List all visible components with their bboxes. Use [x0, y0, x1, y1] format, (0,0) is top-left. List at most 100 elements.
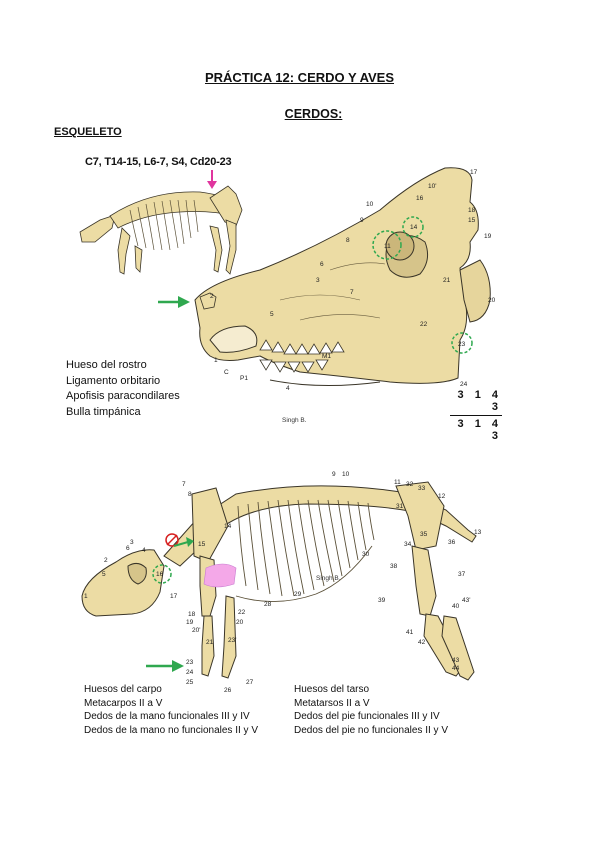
scapula [191, 487, 229, 563]
fig2-label: 11 [394, 479, 401, 486]
fig1-label: 1 [214, 357, 218, 364]
fig2-label: 3 [130, 539, 134, 546]
fig1-label: 8 [346, 237, 350, 244]
figure1-legend: Hueso del rostro Ligamento orbitario Apo… [66, 358, 180, 420]
fig1-label: 4 [286, 385, 290, 392]
fig2-label: 25 [186, 679, 194, 686]
fig2-label: 28 [264, 601, 272, 608]
fig1-label: 6 [320, 261, 324, 268]
section-heading: ESQUELETO [54, 126, 122, 138]
fig2-label: 2 [104, 557, 108, 564]
fig2-label: 40 [452, 603, 460, 610]
legend-item: Dedos del pie funcionales III y IV [294, 711, 440, 722]
fig2-label: 7 [182, 481, 186, 488]
fig2-label: 32 [406, 481, 414, 488]
fig2-label: 21 [206, 639, 214, 646]
fig2-label: 31 [396, 503, 404, 510]
subtitle-text: CERDOS: [284, 107, 343, 121]
fig2-label: 18 [188, 611, 196, 618]
fig1-label: M1 [322, 353, 331, 360]
fig1-label: 10 [366, 201, 374, 208]
fig2-label: 16 [156, 571, 164, 578]
fig2-label: 8 [188, 491, 192, 498]
fig2-label: 34 [404, 541, 412, 548]
dental-formula: 3 1 4 3 3 1 4 3 [450, 389, 502, 442]
page-title: PRÁCTICA 12: CERDO Y AVES [204, 70, 395, 85]
fig1-label: 16 [416, 195, 424, 202]
fig2-label: 5 [102, 571, 106, 578]
legend-item: Dedos de la mano no funcionales II y V [84, 724, 258, 736]
section-subtitle: CERDOS: [0, 107, 599, 121]
rostral-bone [199, 292, 217, 310]
fig2-label: 23 [186, 659, 194, 666]
figure2-legend-right: Huesos del tarso Metatarsos II a V Dedos… [294, 683, 448, 737]
fig2-label: 35 [420, 531, 428, 538]
figure1-number-labels: 17 10' 16 18 15 19 10 9 14 11 8 6 3 7 21… [210, 169, 496, 392]
fig1-label: P1 [240, 375, 248, 382]
fig2-label: 20' [192, 627, 200, 634]
ribs [235, 499, 375, 602]
annotation-circle-zygomatic [402, 216, 424, 238]
fig2-label: 1 [84, 593, 88, 600]
fig2-label: 27 [246, 679, 254, 686]
fig2-label: 12 [438, 493, 446, 500]
legend-item: Metatarsos II a V [294, 697, 370, 709]
green-arrow-icon [158, 296, 190, 308]
fig2-label: 33 [418, 485, 426, 492]
figure2-legend-left: Huesos del carpo Metacarpos II a V Dedos… [84, 683, 258, 737]
legend-item: Metacarpos II a V [84, 697, 163, 709]
fig2-label: 41 [406, 629, 414, 636]
magenta-arrow-icon [207, 170, 217, 189]
fig2-label: 42 [418, 639, 426, 646]
small-pig-skeleton [79, 185, 243, 275]
fig1-label: 23 [458, 341, 466, 348]
fig1-label: 7 [350, 289, 354, 296]
fig1-label: 10' [428, 183, 436, 190]
fig2-label: 36 [448, 539, 456, 546]
fig2-label: 24 [186, 669, 194, 676]
legend-item: Apofisis paracondilares [66, 390, 180, 402]
fig2-label: 13 [474, 529, 482, 536]
fig2-label: 43 [452, 657, 460, 664]
pink-highlight-shape [203, 563, 237, 588]
annotation-circle-green [152, 564, 172, 584]
fig2-label: 30 [362, 551, 370, 558]
fig1-label: 15 [468, 217, 476, 224]
fig2-label: 20 [236, 619, 244, 626]
fig1-label: 11 [384, 243, 391, 250]
figure2-skeleton-illustration: 9 10 11 32 33 12 7 8 31 13 35 36 15 14 3… [81, 471, 482, 694]
vertebral-formula: C7, T14-15, L6-7, S4, Cd20-23 [85, 156, 232, 168]
fig1-label: C [224, 369, 229, 376]
fig2-label: 19 [186, 619, 194, 626]
fig2-label: 26 [224, 687, 232, 694]
annotation-circle-bulla [451, 332, 473, 354]
annotation-circle-orbital [372, 230, 402, 260]
fig2-label: 17 [170, 593, 178, 600]
pelvis [395, 481, 445, 551]
fig1-label: 3 [316, 277, 320, 284]
fig2-label: 10 [342, 471, 350, 478]
fig2-label: 39 [378, 597, 386, 604]
green-arrow-icon-shoulder [173, 537, 194, 547]
fig1-label: 20 [488, 297, 496, 304]
annotation-circle-red [165, 533, 179, 547]
legend-item: Ligamento orbitario [66, 374, 161, 387]
fig1-label: 19 [484, 233, 492, 240]
dental-formula-upper: 3 1 4 3 [450, 389, 502, 416]
fig2-label: 14 [224, 523, 232, 530]
legend-item: Huesos del tarso [294, 684, 370, 695]
fig1-label: 9 [360, 217, 364, 224]
red-cross-line [166, 534, 178, 546]
legend-item: Dedos del pie no funcionales II y V [294, 724, 448, 736]
fig2-label: 15 [198, 541, 206, 548]
fig1-label: 2 [210, 293, 214, 300]
legend-item: Dedos de la mano funcionales III y IV [84, 711, 250, 722]
fig1-label: 18 [468, 207, 476, 214]
dental-formula-lower: 3 1 4 3 [457, 418, 502, 442]
fig2-label: 38 [390, 563, 398, 570]
fig1-label: 17 [470, 169, 478, 176]
fig1-label: 22 [420, 321, 428, 328]
figure1-skeleton-illustration: 17 10' 16 18 15 19 10 9 14 11 8 6 3 7 21… [79, 167, 496, 424]
fig1-label: 21 [443, 277, 451, 284]
fig2-label: 23' [228, 637, 236, 644]
